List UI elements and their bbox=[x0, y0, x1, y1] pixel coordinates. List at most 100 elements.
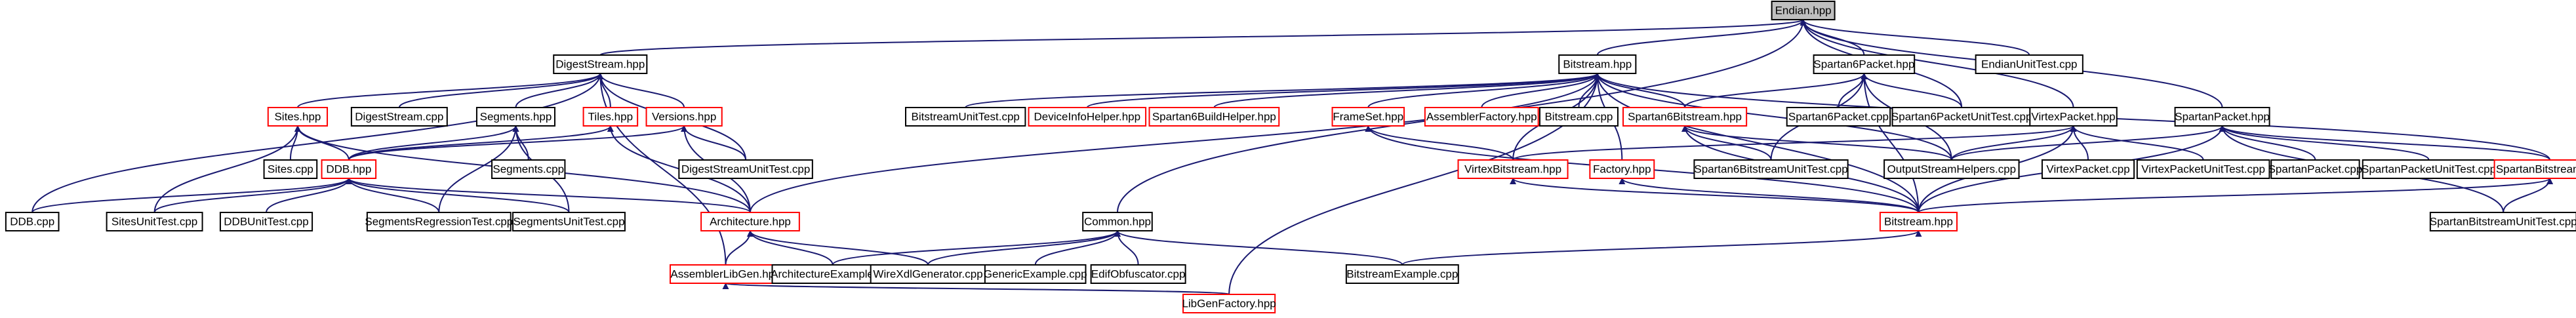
node-spartanbitstreamunittest_cpp[interactable]: SpartanBitstreamUnitTest.cpp bbox=[2430, 212, 2576, 231]
edge-virtexpacket_hpp-virtexbitstream_hpp bbox=[1512, 125, 2077, 161]
node-endianunittest_cpp[interactable]: EndianUnitTest.cpp bbox=[1975, 54, 2083, 74]
node-sites_cpp[interactable]: Sites.cpp bbox=[263, 159, 318, 179]
node-factory_hpp[interactable]: Factory.hpp bbox=[1589, 159, 1655, 179]
node-box bbox=[366, 212, 512, 231]
node-label: SpartanBitstream.hpp bbox=[2496, 163, 2576, 176]
node-bitstream_hpp2[interactable]: Bitstream.hpp bbox=[1879, 212, 1958, 231]
edge-bitstream_hpp-spartan6buildhelper_hpp bbox=[1213, 73, 1601, 108]
node-digeststream_hpp[interactable]: DigestStream.hpp bbox=[553, 54, 648, 74]
node-tiles_hpp[interactable]: Tiles.hpp bbox=[582, 107, 639, 127]
node-box bbox=[553, 54, 648, 74]
node-box bbox=[263, 159, 318, 179]
node-label: Spartan6Packet.cpp bbox=[1788, 111, 1889, 123]
node-segments_cpp[interactable]: Segments.cpp bbox=[491, 159, 566, 179]
node-box bbox=[645, 107, 723, 127]
node-ddb_cpp[interactable]: DDB.cpp bbox=[5, 212, 60, 231]
node-label: VirtexPacketUnitTest.cpp bbox=[2141, 163, 2265, 176]
edge-common_hpp-bitstreamexample_cpp bbox=[1114, 230, 1403, 266]
node-sites_hpp[interactable]: Sites.hpp bbox=[267, 107, 329, 127]
node-genericexample_cpp[interactable]: GenericExample.cpp bbox=[984, 264, 1087, 284]
node-ddb_hpp[interactable]: DDB.hpp bbox=[321, 159, 377, 179]
edge-spartan6packet_hpp-spartan6packetunittest_cpp bbox=[1861, 73, 1963, 108]
node-box bbox=[1558, 54, 1637, 74]
edge-versions_hpp-ddb_hpp bbox=[348, 125, 687, 161]
node-spartan6buildhelper_hpp[interactable]: Spartan6BuildHelper.hpp bbox=[1148, 107, 1280, 127]
edge-endian_hpp-virtexpacket_hpp bbox=[1800, 19, 2074, 108]
node-label: Sites.cpp bbox=[268, 163, 313, 176]
edge-endian_hpp-bitstream_hpp bbox=[1596, 19, 1807, 56]
node-label: Architecture.hpp bbox=[710, 216, 791, 228]
node-spartan6bitstreamunittest_cpp[interactable]: Spartan6BitstreamUnitTest.cpp bbox=[1693, 159, 1849, 179]
node-label: Spartan6BuildHelper.hpp bbox=[1152, 111, 1276, 123]
node-spartanpacket_hpp[interactable]: SpartanPacket.hpp bbox=[2174, 107, 2270, 127]
node-bitstreamunittest_cpp[interactable]: BitstreamUnitTest.cpp bbox=[905, 107, 1026, 127]
node-edifobfuscator_cpp[interactable]: EdifObfuscator.cpp bbox=[1090, 264, 1186, 284]
node-bitstreamexample_cpp[interactable]: BitstreamExample.cpp bbox=[1345, 264, 1459, 284]
node-virtexpacket_hpp[interactable]: VirtexPacket.hpp bbox=[2029, 107, 2118, 127]
node-box bbox=[1090, 264, 1186, 284]
node-assemblerfactory_hpp[interactable]: AssemblerFactory.hpp bbox=[1424, 107, 1539, 127]
node-virtexpacketunittest_cpp[interactable]: VirtexPacketUnitTest.cpp bbox=[2136, 159, 2270, 179]
node-box bbox=[1883, 159, 2020, 179]
node-spartanbitstream_hpp[interactable]: SpartanBitstream.hpp bbox=[2493, 159, 2576, 179]
edge-digeststream_hpp-versions_hpp bbox=[597, 73, 685, 108]
node-frameset_hpp[interactable]: FrameSet.hpp bbox=[1331, 107, 1405, 127]
node-spartan6packetunittest_cpp[interactable]: Spartan6PacketUnitTest.cpp bbox=[1891, 107, 2032, 127]
edge-digeststream_hpp-segments_hpp bbox=[515, 73, 604, 108]
edge-common_hpp-wirexdlgenerator_cpp bbox=[927, 230, 1121, 266]
node-assemblerlibgen_hpp[interactable]: AssemblerLibGen.hpp bbox=[669, 264, 782, 284]
node-label: SegmentsUnitTest.cpp bbox=[513, 216, 624, 228]
node-label: Bitstream.hpp bbox=[1884, 216, 1953, 228]
node-virtexbitstream_hpp[interactable]: VirtexBitstream.hpp bbox=[1457, 159, 1569, 179]
node-virtexpacket_cpp[interactable]: VirtexPacket.cpp bbox=[2041, 159, 2135, 179]
node-common_hpp[interactable]: Common.hpp bbox=[1082, 212, 1153, 231]
node-spartan6packet_cpp[interactable]: Spartan6Packet.cpp bbox=[1786, 107, 1891, 127]
dependency-edges bbox=[31, 19, 2554, 295]
edge-spartanbitstream_hpp-spartanbitstreamunittest_cpp bbox=[2503, 178, 2554, 213]
node-spartan6packet_hpp[interactable]: Spartan6Packet.hpp bbox=[1813, 54, 1916, 74]
node-segments_hpp[interactable]: Segments.hpp bbox=[475, 107, 555, 127]
node-label: EndianUnitTest.cpp bbox=[1981, 58, 2077, 71]
node-ddbunittest_cpp[interactable]: DDBUnitTest.cpp bbox=[219, 212, 313, 231]
node-libgenfactory_hpp[interactable]: LibGenFactory.hpp bbox=[1182, 294, 1276, 313]
node-label: WireXdlGenerator.cpp bbox=[873, 268, 982, 281]
node-box bbox=[2429, 212, 2576, 231]
node-digeststream_cpp[interactable]: DigestStream.cpp bbox=[350, 107, 448, 127]
node-wirexdlgenerator_cpp[interactable]: WireXdlGenerator.cpp bbox=[870, 264, 986, 284]
node-outputstreamhelpers_cpp[interactable]: OutputStreamHelpers.cpp bbox=[1883, 159, 2020, 179]
node-label: Bitstream.hpp bbox=[1563, 58, 1632, 71]
node-box bbox=[219, 212, 313, 231]
node-architecture_hpp[interactable]: Architecture.hpp bbox=[700, 212, 800, 231]
node-segmentsregressiontest_cpp[interactable]: SegmentsRegressionTest.cpp bbox=[365, 212, 513, 231]
node-spartanpacket_cpp[interactable]: SpartanPacket.cpp bbox=[2268, 159, 2363, 179]
node-label: FrameSet.hpp bbox=[1333, 111, 1403, 123]
node-label: Versions.hpp bbox=[652, 111, 716, 123]
node-sitesunittest_cpp[interactable]: SitesUnitTest.cpp bbox=[106, 212, 203, 231]
edge-ddb_hpp-sitesunittest_cpp bbox=[153, 178, 352, 213]
edge-common_hpp-architectureexample_cpp bbox=[832, 230, 1121, 266]
node-deviceinfohelper_hpp[interactable]: DeviceInfoHelper.hpp bbox=[1028, 107, 1147, 127]
edge-virtexbitstream_hpp-bitstream_hpp2 bbox=[1510, 178, 1920, 213]
edge-bitstream_hpp-bitstream_hpp2 bbox=[1594, 73, 1920, 213]
node-label: VirtexPacket.cpp bbox=[2046, 163, 2129, 176]
node-box bbox=[5, 212, 60, 231]
edge-ddb_hpp-architecture_hpp bbox=[346, 178, 751, 213]
node-label: Bitstream.cpp bbox=[1544, 111, 1613, 123]
node-box bbox=[2270, 159, 2360, 179]
node-label: Tiles.hpp bbox=[588, 111, 633, 123]
node-label: AssemblerFactory.hpp bbox=[1426, 111, 1537, 123]
node-bitstream_hpp[interactable]: Bitstream.hpp bbox=[1558, 54, 1637, 74]
node-segmentsunittest_cpp[interactable]: SegmentsUnitTest.cpp bbox=[512, 212, 626, 231]
node-endian_hpp: Endian.hpp bbox=[1771, 1, 1836, 20]
node-spartanpacketunittest_cpp[interactable]: SpartanPacketUnitTest.cpp bbox=[2362, 159, 2496, 179]
node-box bbox=[1693, 159, 1849, 179]
edge-factory_hpp-bitstream_hpp2 bbox=[1619, 178, 1920, 213]
node-digeststreamunittest_cpp[interactable]: DigestStreamUnitTest.cpp bbox=[678, 159, 813, 179]
node-bitstream_cpp[interactable]: Bitstream.cpp bbox=[1539, 107, 1619, 127]
node-versions_hpp[interactable]: Versions.hpp bbox=[645, 107, 723, 127]
edge-bitstream_hpp-assemblerfactory_hpp bbox=[1481, 73, 1601, 108]
node-box bbox=[1182, 294, 1276, 313]
edge-common_hpp-genericexample_cpp bbox=[1034, 230, 1121, 266]
node-spartan6bitstream_hpp[interactable]: Spartan6Bitstream.hpp bbox=[1622, 107, 1748, 127]
